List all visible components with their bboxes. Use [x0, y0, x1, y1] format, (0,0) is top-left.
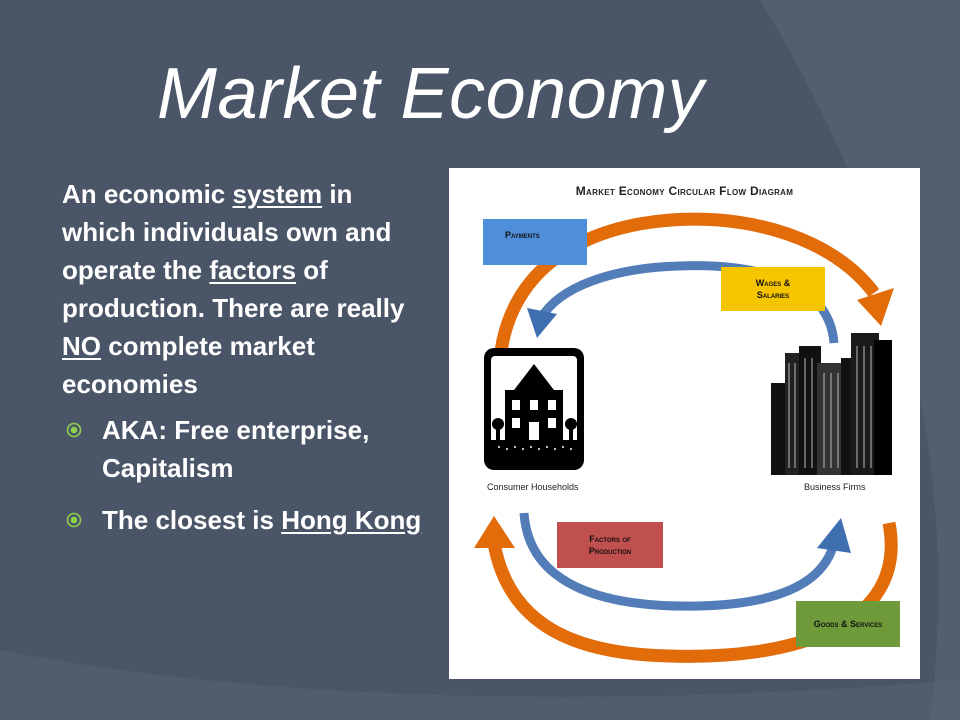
house-icon — [484, 348, 584, 470]
wages-label-line1: Wages & — [755, 278, 791, 288]
wages-salaries-box: Wages & Salaries — [721, 267, 825, 311]
underlined-no: NO — [62, 331, 101, 361]
buildings-icon — [771, 333, 892, 475]
bullet-icon — [66, 512, 82, 528]
top-orange-arrow — [492, 212, 880, 384]
goods-services-box: Goods & Services — [796, 601, 900, 647]
goods-label: Goods & Services — [813, 619, 883, 629]
underlined-factors: factors — [209, 255, 297, 285]
payments-label: Payments — [505, 230, 540, 240]
bullet-text: AKA: Free enterprise, Capitalism — [102, 415, 370, 483]
bullet-item-hong-kong: The closest is Hong Kong — [62, 501, 432, 539]
slide-body: An economic system in which individuals … — [62, 175, 432, 553]
factors-label-line2: Production — [588, 546, 632, 556]
bottom-blue-arrow — [519, 512, 839, 611]
consumer-households-label: Consumer Households — [487, 482, 579, 492]
bullet-item-aka: AKA: Free enterprise, Capitalism — [62, 411, 432, 487]
factors-of-production-box: Factors of Production — [557, 522, 663, 568]
underlined-system: system — [232, 179, 323, 209]
paragraph-text: An economic — [62, 179, 233, 209]
definition-paragraph: An economic system in which individuals … — [62, 175, 432, 403]
bullet-icon — [66, 422, 82, 438]
top-blue-arrowhead — [527, 308, 557, 338]
top-orange-arrowhead — [857, 288, 894, 326]
bullet-text: The closest is — [102, 505, 282, 535]
diagram-graphics — [474, 212, 898, 663]
payments-box: Payments — [483, 219, 587, 265]
bullet-list: AKA: Free enterprise, Capitalism The clo… — [62, 411, 432, 539]
bottom-blue-arrowhead — [817, 518, 851, 553]
wages-label-line2: Salaries — [756, 290, 790, 300]
paragraph-text: complete market economies — [62, 331, 315, 399]
business-firms-label: Business Firms — [804, 482, 866, 492]
paragraph-text: in which individuals own and operate the — [62, 179, 392, 285]
diagram-title: Market Economy Circular Flow Diagram — [575, 184, 794, 198]
slide-title: Market Economy — [157, 54, 705, 134]
paragraph-text: of production. There are really — [62, 255, 405, 323]
factors-label-line1: Factors of — [589, 534, 631, 544]
underlined-hong-kong: Hong Kong — [281, 505, 422, 535]
bottom-orange-arrowhead — [474, 516, 515, 548]
bottom-orange-arrow — [487, 521, 898, 663]
circular-flow-diagram: Market Economy Circular Flow Diagram Pay… — [449, 168, 920, 679]
